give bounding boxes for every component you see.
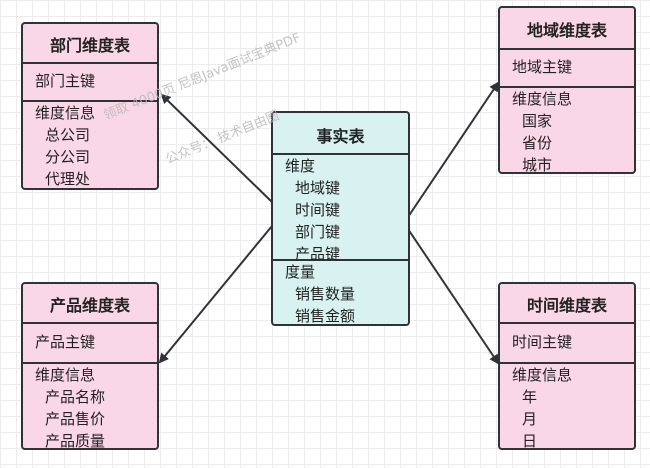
measure-item: 销售金额 (295, 307, 356, 325)
table-title: 事实表 (316, 127, 365, 146)
dimension-header: 维度 (285, 157, 316, 175)
department-dimension-table: 部门维度表 部门主键 维度信息 总公司 分公司 代理处 (21, 22, 159, 190)
arrow-to-product (158, 225, 273, 364)
list-item: 省份 (522, 134, 553, 152)
info-header: 维度信息 (512, 366, 573, 384)
list-item: 总公司 (45, 126, 91, 144)
list-item: 分公司 (45, 148, 91, 166)
list-item: 产品售价 (45, 410, 106, 428)
arrow-to-time (407, 228, 500, 365)
arrow-to-department (160, 93, 273, 203)
measure-header: 度量 (285, 263, 316, 281)
list-item: 国家 (522, 112, 553, 130)
list-item: 产品质量 (45, 432, 106, 450)
list-item: 产品名称 (45, 388, 106, 406)
product-dimension-table: 产品维度表 产品主键 维度信息 产品名称 产品售价 产品质量 (21, 282, 159, 450)
arrow-to-region (407, 81, 500, 218)
list-item: 代理处 (45, 170, 91, 188)
dimension-key: 时间键 (295, 201, 341, 219)
dimension-key: 地域键 (295, 179, 341, 197)
dimension-key: 部门键 (295, 223, 341, 241)
info-header: 维度信息 (35, 366, 96, 384)
fact-table: 事实表 维度 地域键 时间键 部门键 产品键 度量 销售数量 销售金额 (271, 111, 410, 326)
table-title: 时间维度表 (526, 296, 607, 315)
dimension-key: 产品键 (295, 245, 341, 263)
measure-item: 销售数量 (295, 285, 356, 303)
info-header: 维度信息 (35, 104, 96, 122)
info-header: 维度信息 (512, 90, 573, 108)
primary-key: 地域主键 (512, 58, 573, 76)
primary-key: 部门主键 (35, 72, 96, 90)
primary-key: 时间主键 (512, 333, 573, 351)
time-dimension-table: 时间维度表 时间主键 维度信息 年 月 日 (498, 282, 636, 450)
table-title: 部门维度表 (49, 36, 130, 55)
region-dimension-table: 地域维度表 地域主键 维度信息 国家 省份 城市 (498, 6, 636, 174)
list-item: 年 (522, 388, 538, 406)
table-title: 地域维度表 (526, 21, 607, 40)
list-item: 城市 (522, 156, 553, 174)
list-item: 月 (522, 410, 538, 428)
list-item: 日 (522, 432, 538, 450)
primary-key: 产品主键 (35, 333, 96, 351)
table-title: 产品维度表 (49, 296, 130, 315)
